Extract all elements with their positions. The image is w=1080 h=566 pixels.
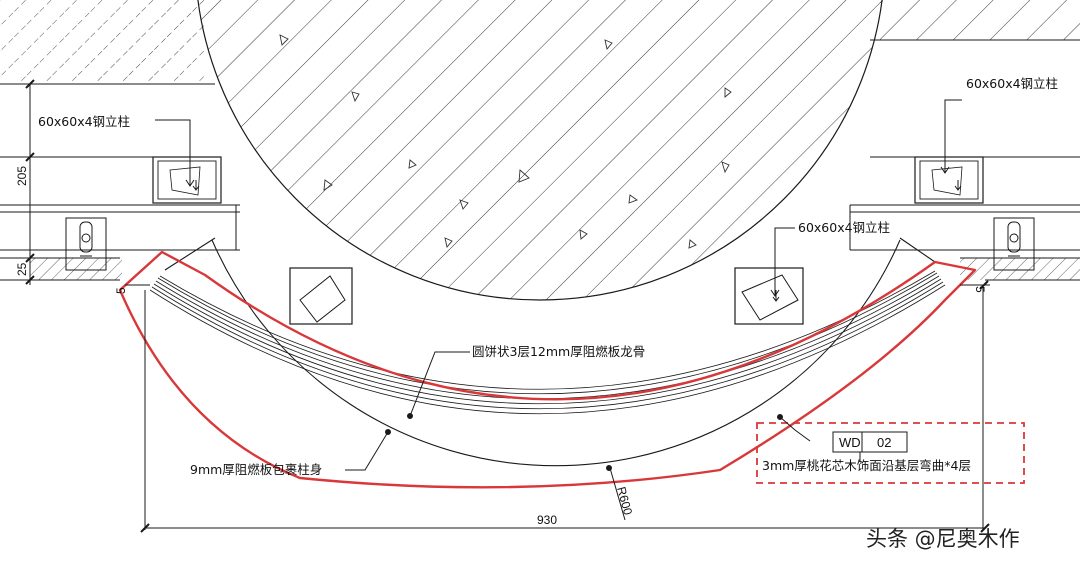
label-steel-column-right-inner: 60x60x4钢立柱 (798, 220, 890, 235)
finish-annotation-box (756, 422, 1025, 484)
dim-5-left: 5 (114, 287, 128, 294)
dimension-lines (25, 79, 990, 533)
wd-tag-code: WD (839, 435, 861, 450)
wd-tag: WD 02 (832, 431, 908, 453)
steel-column-right (914, 156, 984, 204)
leader-lines (155, 99, 962, 471)
keel-disc (164, 237, 936, 467)
anchor-bolt-right (993, 217, 1035, 271)
anchor-bolt-left (65, 217, 107, 271)
floor-strip-left (30, 258, 122, 280)
highlight-outline (118, 250, 977, 489)
dim-5-right: 5 (973, 286, 987, 293)
steel-column-left (152, 156, 222, 204)
steel-column-inner-left (289, 267, 353, 325)
watermark: 头条 @尼奥木作 (866, 527, 1020, 551)
label-wrap: 9mm厚阻燃板包裹柱身 (190, 462, 322, 477)
floor-strip-right (960, 258, 1080, 280)
dim-25: 25 (15, 262, 29, 276)
label-steel-column-right-top: 60x60x4钢立柱 (966, 76, 1058, 91)
dim-930: 930 (537, 513, 557, 527)
wd-tag-number: 02 (877, 435, 891, 450)
dim-205: 205 (15, 166, 29, 186)
label-steel-column-left: 60x60x4钢立柱 (38, 114, 130, 129)
concrete-column (195, 0, 885, 301)
label-keel: 圆饼状3层12mm厚阻燃板龙骨 (472, 344, 645, 359)
steel-column-inner-right (734, 267, 804, 325)
dim-r600: R600 (614, 485, 635, 517)
top-hatched-wall (0, 0, 1080, 85)
label-finish: 3mm厚桃花芯木饰面沿基层弯曲*4层 (762, 458, 971, 473)
